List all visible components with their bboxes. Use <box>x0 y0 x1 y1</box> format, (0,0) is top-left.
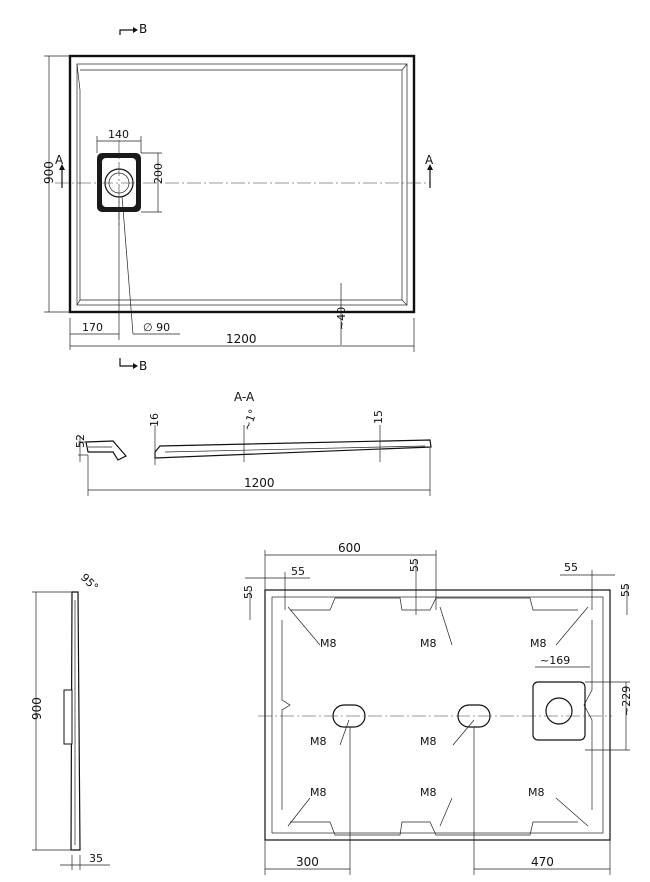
end-dimension: 15 <box>372 410 385 424</box>
side-view: 900 95° 35 <box>30 571 110 870</box>
side-thickness-dimension: 35 <box>89 852 103 865</box>
bottom-right-offset-dimension: 470 <box>531 855 554 869</box>
bottom-mid-dimension: 55 <box>408 558 421 572</box>
bottom-left-side-dimension: 55 <box>242 585 255 599</box>
section-a-left-label: A <box>55 153 64 167</box>
section-length-dimension: 1200 <box>244 476 275 490</box>
bottom-left-offset-dimension: 300 <box>296 855 319 869</box>
slope-dimension: ~1° <box>240 408 260 433</box>
bottom-right-top-dimension: 55 <box>564 561 578 574</box>
section-height-dimension: 52 <box>74 434 87 448</box>
drain-height-dimension: 200 <box>152 163 165 184</box>
bolt-label: M8 <box>310 786 327 799</box>
side-profile <box>70 591 81 851</box>
bottom-right-side-dimension: 55 <box>619 583 632 597</box>
bolt-label: M8 <box>530 637 547 650</box>
tray-outline <box>68 54 416 314</box>
offset-left-dimension: 170 <box>82 321 103 334</box>
side-angle-dimension: 95° <box>78 571 101 594</box>
bolt-label: M8 <box>420 637 437 650</box>
bottom-drain-height-dimension: ~229 <box>620 686 633 716</box>
top-view: B A A 900 140 <box>42 22 434 373</box>
height-dimension: 900 <box>42 161 56 184</box>
bottom-drain-width-dimension: ~169 <box>540 654 570 667</box>
bolt-label: M8 <box>320 637 337 650</box>
rim-dimension: 16 <box>148 413 161 427</box>
side-height-dimension: 900 <box>30 697 44 720</box>
width-dimension: 1200 <box>226 332 257 346</box>
bolt-label: M8 <box>528 786 545 799</box>
drain-diameter-dimension: ∅ 90 <box>143 321 170 334</box>
bolt-label: M8 <box>310 735 327 748</box>
section-a-right-label: A <box>425 153 434 167</box>
bolt-label: M8 <box>420 786 437 799</box>
section-b-top-label: B <box>139 22 147 36</box>
bolt-label: M8 <box>420 735 437 748</box>
section-b-bottom-label: B <box>139 359 147 373</box>
bottom-view: 600 55 55 55 55 55 M8 M8 M8 M8 M8 M8 M8 … <box>242 541 633 875</box>
section-b-top-marker <box>119 29 133 35</box>
bottom-span-dimension: 600 <box>338 541 361 555</box>
section-view: A-A 52 16 ~1° 15 1200 <box>74 390 432 496</box>
bottom-left-top-dimension: 55 <box>291 565 305 578</box>
edge-dimension: ~40 <box>335 307 348 330</box>
section-title: A-A <box>234 390 255 404</box>
bottom-outline <box>264 589 611 841</box>
drain-width-dimension: 140 <box>108 128 129 141</box>
